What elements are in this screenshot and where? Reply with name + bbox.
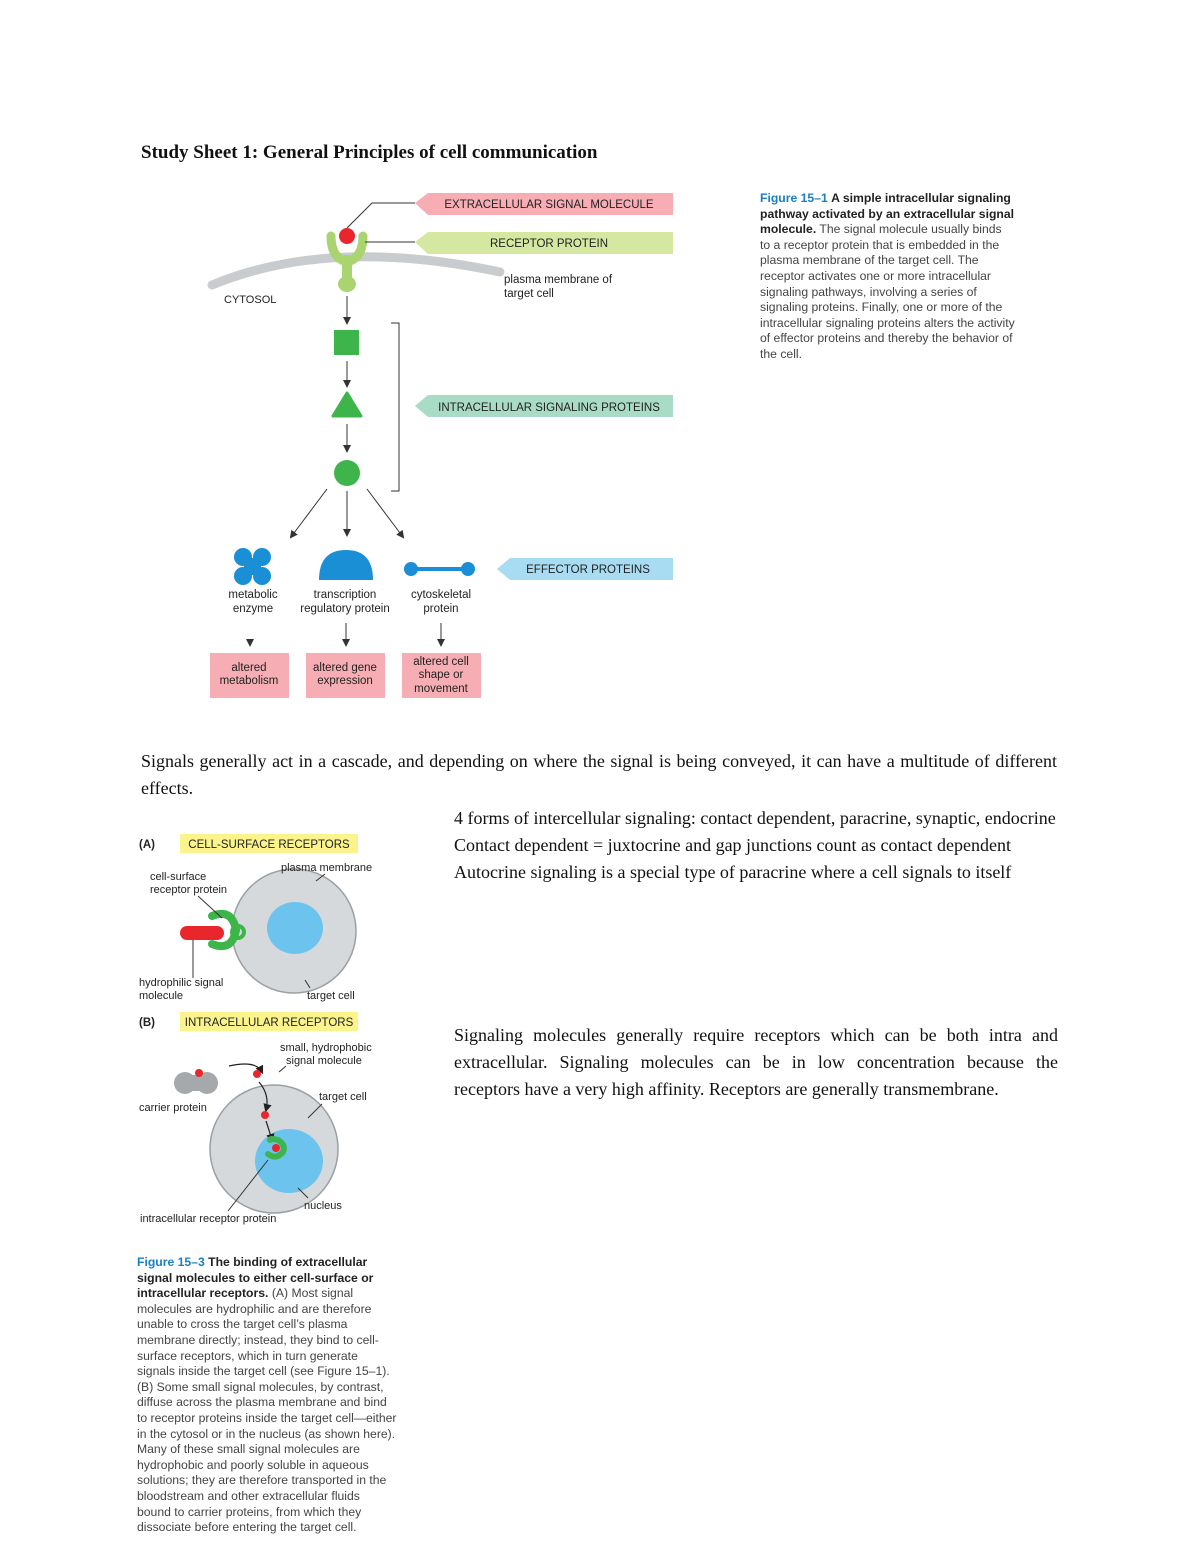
plasma-membrane-label-2: target cell	[504, 288, 554, 300]
intracellular-receptor-label: intracellular receptor protein	[140, 1213, 276, 1225]
altered-shape-box	[402, 653, 481, 698]
altered-gene-box	[306, 653, 385, 698]
label-effector-proteins: EFFECTOR PROTEINS	[497, 558, 673, 580]
signaling-protein-circle	[334, 460, 360, 486]
altered-shape-label-2: shape or	[419, 669, 464, 681]
small-signal-label-2: signal molecule	[286, 1055, 362, 1067]
label-intracellular-signaling: INTRACELLULAR SIGNALING PROTEINS	[415, 395, 673, 417]
paragraph-cascade: Signals generally act in a cascade, and …	[141, 751, 1057, 798]
hydrophilic-signal-label-2: molecule	[139, 990, 183, 1002]
receptor-protein-shape	[326, 231, 368, 292]
altered-shape-label-1: altered cell	[413, 656, 469, 668]
carrier-protein-shape	[174, 1072, 218, 1094]
receptor-a-label-1: cell-surface	[150, 871, 206, 883]
label-extracellular-signal: EXTRACELLULAR SIGNAL MOLECULE	[415, 193, 673, 215]
figure-15-3-caption: Figure 15–3 The binding of extracellular…	[137, 1255, 397, 1536]
figure-15-3: (A) CELL-SURFACE RECEPTORS cell-surface …	[139, 834, 372, 1225]
figure-15-1-caption-title: A simple intracellular signaling pathway…	[760, 191, 1015, 237]
figure-15-1-number: Figure 15–1	[760, 191, 828, 205]
nucleus-a	[267, 902, 323, 954]
intracellular-receptor-shape	[265, 1136, 287, 1160]
altered-metabolism-box	[210, 653, 289, 698]
extracellular-signal-label: EXTRACELLULAR SIGNAL MOLECULE	[444, 199, 654, 211]
figure-15-3-caption-body: (A) Most signal molecules are hydrophili…	[137, 1286, 397, 1535]
paragraph-line: 4 forms of intercellular signaling: cont…	[454, 808, 1056, 828]
plasma-membrane-label-1: plasma membrane of	[504, 274, 613, 286]
signal-molecule-dot	[339, 228, 355, 244]
metabolic-label-1: metabolic	[228, 589, 277, 601]
receptor-a-label-2: receptor protein	[150, 884, 227, 896]
cytoskeletal-label-1: cytoskeletal	[411, 589, 471, 601]
figure-15-1: EXTRACELLULAR SIGNAL MOLECULE RECEPTOR P…	[207, 193, 673, 698]
nucleus-b	[255, 1129, 323, 1193]
altered-shape-label-3: movement	[414, 683, 468, 695]
label-receptor-protein: RECEPTOR PROTEIN	[415, 232, 673, 254]
altered-metabolism-label-2: metabolism	[220, 675, 279, 687]
panel-b-header-bg	[180, 1012, 358, 1031]
cytoskeletal-label-2: protein	[423, 603, 458, 615]
effector-proteins-label: EFFECTOR PROTEINS	[526, 564, 650, 576]
target-cell-b-label: target cell	[319, 1091, 367, 1103]
signaling-protein-square	[334, 330, 359, 355]
altered-gene-label-1: altered gene	[313, 662, 377, 674]
paragraph-line: Autocrine signaling is a special type of…	[454, 862, 1012, 882]
plasma-membrane-a-label: plasma membrane	[281, 862, 372, 874]
altered-gene-label-2: expression	[317, 675, 373, 687]
panel-b-header: INTRACELLULAR RECEPTORS	[185, 1017, 354, 1029]
target-cell-a-label: target cell	[307, 990, 355, 1002]
cytosol-label: CYTOSOL	[224, 294, 276, 306]
cytoskeletal-protein-shape	[404, 562, 475, 576]
panel-b-letter: (B)	[139, 1017, 155, 1029]
small-signal-label-1: small, hydrophobic	[280, 1042, 372, 1054]
metabolic-enzyme-shape	[234, 548, 271, 585]
transcription-label-2: regulatory protein	[300, 603, 390, 615]
metabolic-label-2: enzyme	[233, 603, 273, 615]
nucleus-label: nucleus	[304, 1200, 342, 1212]
carrier-protein-label: carrier protein	[139, 1102, 207, 1114]
paragraph-receptors: Signaling molecules generally require re…	[454, 1025, 1058, 1099]
paragraph-line: Contact dependent = juxtocrine and gap j…	[454, 835, 1011, 855]
panel-a-header-bg	[180, 834, 358, 853]
page-title: Study Sheet 1: General Principles of cel…	[141, 142, 598, 163]
intracellular-signaling-label: INTRACELLULAR SIGNALING PROTEINS	[438, 402, 660, 414]
hydrophilic-signal-shape	[180, 926, 224, 940]
panel-a-letter: (A)	[139, 839, 155, 851]
paragraph-signaling-forms: 4 forms of intercellular signaling: cont…	[454, 805, 1058, 886]
panel-a-header: CELL-SURFACE RECEPTORS	[188, 839, 350, 851]
figure-15-1-caption-body: The signal molecule usually binds to a r…	[760, 222, 1015, 361]
hydrophilic-signal-label-1: hydrophilic signal	[139, 977, 223, 989]
figure-15-1-caption: Figure 15–1 A simple intracellular signa…	[760, 191, 1015, 363]
cell-surface-receptor-shape	[208, 909, 241, 951]
figure-15-3-number: Figure 15–3	[137, 1255, 205, 1269]
altered-metabolism-label-1: altered	[231, 662, 266, 674]
receptor-protein-label: RECEPTOR PROTEIN	[490, 238, 608, 250]
figure-15-3-caption-title: The binding of extracellular signal mole…	[137, 1255, 374, 1301]
transcription-protein-shape	[319, 550, 373, 580]
transcription-label-1: transcription	[314, 589, 377, 601]
signaling-protein-triangle	[331, 391, 363, 418]
